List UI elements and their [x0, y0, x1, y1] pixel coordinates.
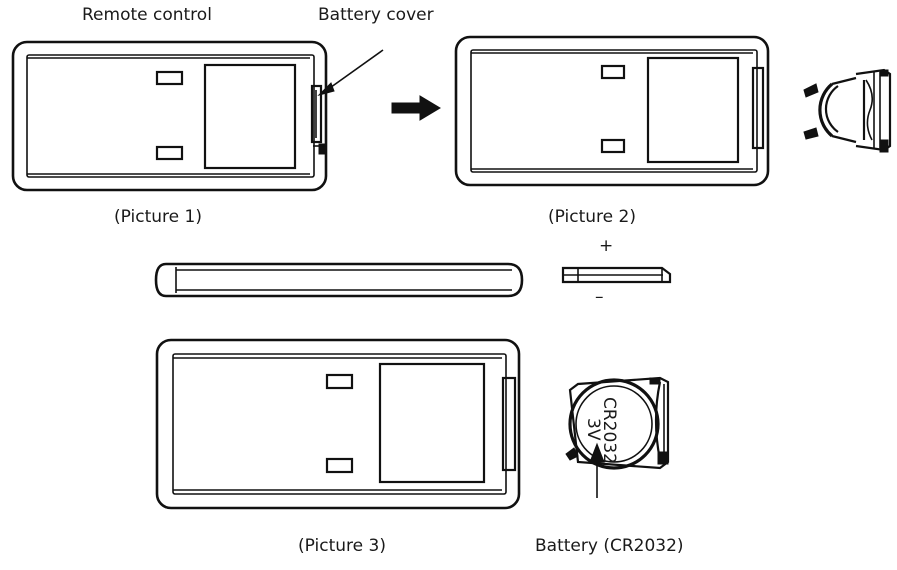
minus-symbol: –	[595, 287, 604, 307]
picture-3-remote	[155, 338, 521, 510]
coin-battery-side	[561, 266, 672, 284]
coin-marking-model: CR2032	[599, 397, 619, 464]
coin-marking-voltage: 3V	[583, 418, 603, 441]
picture-1-caption: (Picture 1)	[114, 207, 202, 227]
picture-1-remote	[11, 40, 328, 192]
up-arrow-icon	[589, 442, 605, 498]
picture-2-remote	[454, 35, 770, 187]
battery-cover-label: Battery cover	[318, 5, 434, 25]
picture-2-caption: (Picture 2)	[548, 207, 636, 227]
remote-control-label: Remote control	[82, 5, 212, 25]
plus-symbol: +	[599, 236, 613, 256]
right-arrow-icon	[391, 95, 441, 121]
battery-holder-open	[803, 68, 892, 153]
battery-label: Battery (CR2032)	[535, 536, 684, 556]
battery-holder-with-coin: CR2032 3V	[565, 376, 670, 470]
remote-side-view	[154, 262, 524, 298]
picture-3-caption: (Picture 3)	[298, 536, 386, 556]
battery-cover-pointer	[317, 49, 384, 96]
